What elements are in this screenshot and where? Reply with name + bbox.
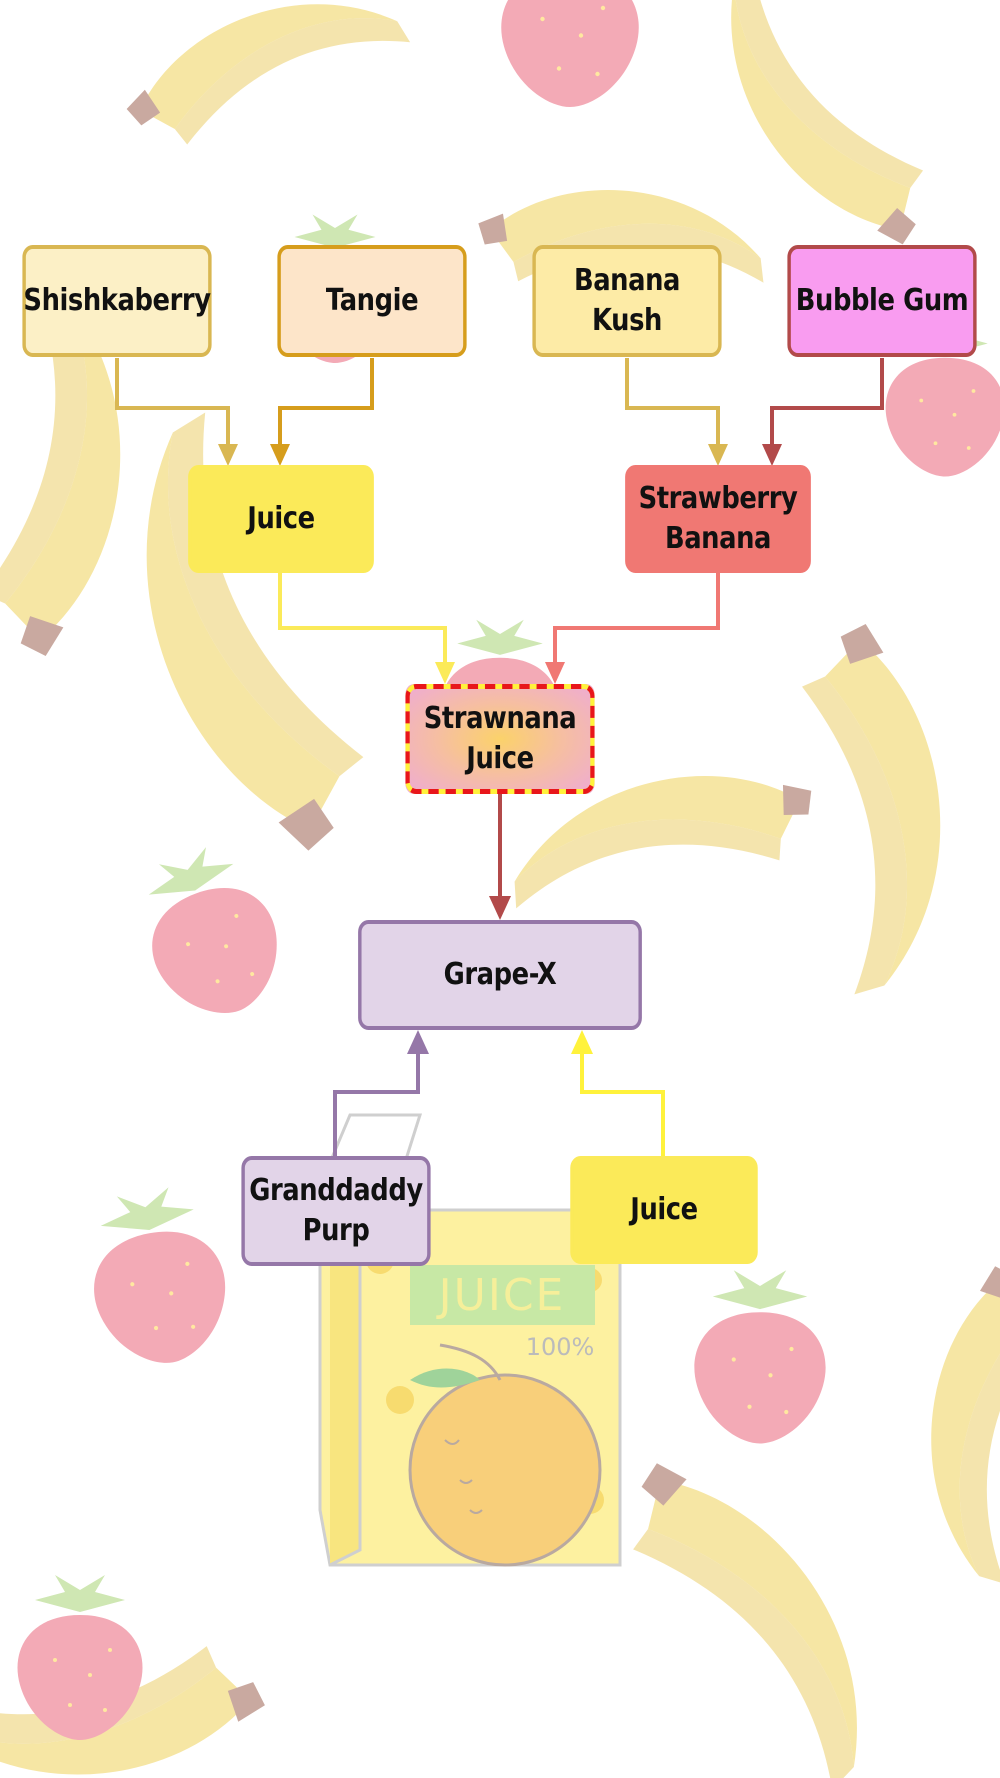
- juice-carton-decoration: JUICE 100%: [307, 1113, 622, 1567]
- edge-bubble-gum-to-strawberry-banana: [762, 358, 884, 466]
- node-granddaddy-purp[interactable]: Granddaddy Purp: [241, 1156, 431, 1266]
- edge-banana-kush-to-strawberry-banana: [625, 358, 728, 466]
- edge-shishkaberry-to-juice: [115, 358, 238, 466]
- edge-granddaddy-purp-to-grape-x: [333, 1030, 429, 1156]
- node-granddaddy-purp-label: Granddaddy Purp: [249, 1173, 423, 1248]
- edge-strawnana-juice-to-grape-x: [489, 794, 511, 920]
- node-tangie-label: Tangie: [325, 283, 419, 318]
- dashed-border: [405, 684, 595, 794]
- node-shishkaberry[interactable]: Shishkaberry: [22, 245, 212, 357]
- carton-label: JUICE: [436, 1270, 566, 1321]
- node-tangie[interactable]: Tangie: [277, 245, 467, 357]
- node-strawnana-juice-label: Strawnana Juice: [423, 701, 577, 776]
- node-shishkaberry-label: Shishkaberry: [23, 283, 211, 318]
- node-bubble-gum-label: Bubble Gum: [795, 283, 969, 318]
- node-banana-kush[interactable]: Banana Kush: [532, 245, 722, 357]
- node-strawberry-banana-label: Strawberry Banana: [638, 481, 798, 556]
- node-grape-x-label: Grape-X: [443, 957, 557, 992]
- node-grape-x[interactable]: Grape-X: [358, 920, 642, 1030]
- node-juice-bottom[interactable]: Juice: [570, 1156, 758, 1264]
- node-juice-top[interactable]: Juice: [188, 465, 374, 573]
- edge-strawberry-banana-to-strawnana-juice: [545, 573, 720, 684]
- node-bubble-gum[interactable]: Bubble Gum: [787, 245, 977, 357]
- edge-juice-to-strawnana-juice: [278, 573, 455, 684]
- node-juice-bottom-label: Juice: [630, 1192, 698, 1227]
- node-banana-kush-label: Banana Kush: [573, 263, 681, 338]
- node-strawberry-banana[interactable]: Strawberry Banana: [625, 465, 811, 573]
- edge-juice-to-grape-x: [571, 1030, 665, 1156]
- carton-percent: 100%: [526, 1333, 595, 1361]
- edge-tangie-to-juice: [270, 358, 374, 466]
- node-juice-top-label: Juice: [247, 501, 315, 536]
- node-strawnana-juice[interactable]: Strawnana Juice: [405, 684, 595, 794]
